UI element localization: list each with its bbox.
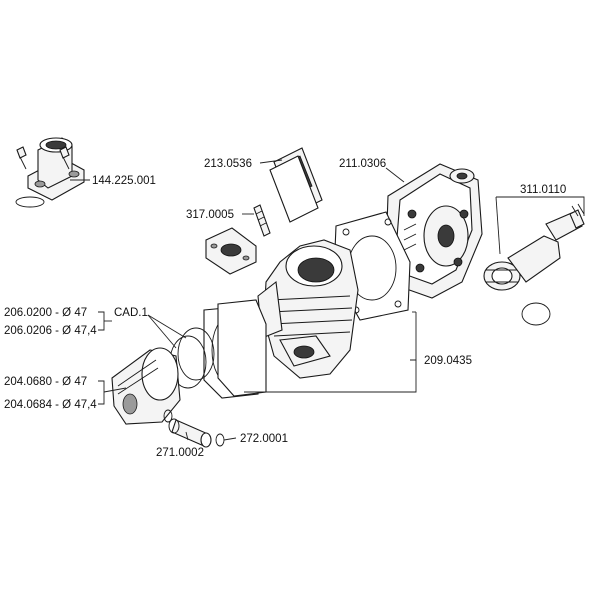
leader-lines: [70, 159, 585, 441]
label-intake-manifold: 144.225.001: [92, 175, 156, 187]
water-fitting-part: [483, 203, 585, 326]
label-clip: 272.0001: [240, 433, 288, 445]
cylinder-part: [257, 239, 359, 379]
label-water-fitting: 311.0110: [520, 184, 566, 196]
label-ring-47: 206.0200 - Ø 47: [4, 307, 87, 319]
label-reed-valve: 213.0536: [204, 158, 252, 170]
label-ring-474: 206.0206 - Ø 47,4: [4, 325, 97, 337]
piston-pin-part: [168, 418, 212, 448]
label-pin: 271.0002: [156, 447, 204, 459]
reed-valve-part: [269, 147, 323, 223]
label-reed-screw: 317.0005: [186, 209, 234, 221]
label-piston-474: 204.0684 - Ø 47,4: [4, 399, 97, 411]
label-piston-47: 204.0680 - Ø 47: [4, 376, 87, 388]
label-head: 211.0306: [339, 158, 386, 170]
thin-gasket-part: [217, 299, 267, 397]
label-gaskets: 209.0435: [424, 355, 472, 367]
intake-manifold-part: [15, 137, 85, 208]
label-ring-cad: CAD.1: [114, 307, 148, 319]
piston-part: [111, 347, 181, 425]
reed-screw-part: [253, 204, 271, 237]
reed-block-part: [205, 227, 257, 275]
